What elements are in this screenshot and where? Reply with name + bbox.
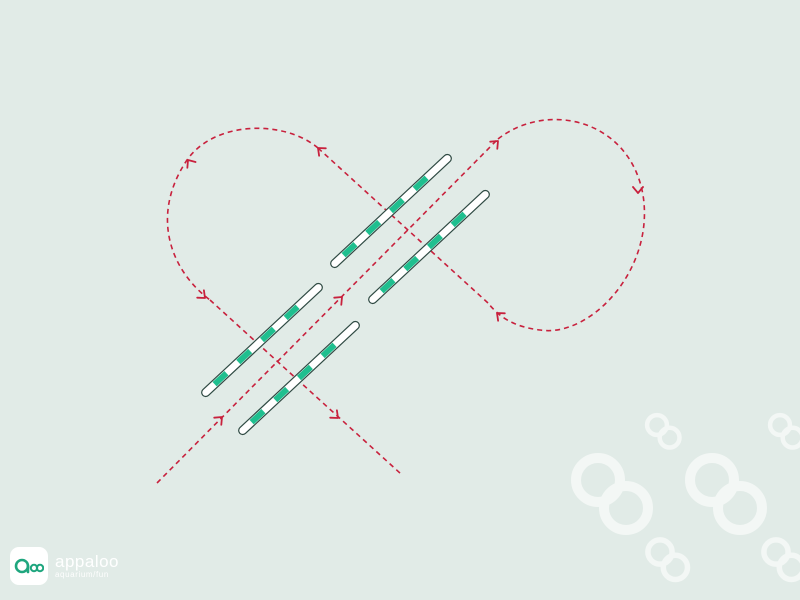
flight-path xyxy=(156,118,646,484)
ladder-bar xyxy=(368,189,490,305)
arrow-marker xyxy=(333,296,343,306)
ladder-segment xyxy=(403,255,420,272)
ladder-bar xyxy=(330,153,452,269)
arrow-marker xyxy=(196,289,206,299)
ladder-segment xyxy=(320,342,337,359)
arrow-marker xyxy=(329,409,339,419)
appaloo-logo-icon xyxy=(10,547,48,585)
arrow-marker xyxy=(489,140,499,150)
brand-tagline: aquarium/fun xyxy=(55,570,109,579)
ladder-bar xyxy=(238,320,360,436)
ladder-segment xyxy=(236,348,253,365)
path-right-loop xyxy=(487,118,646,332)
watermark-loops-icon xyxy=(576,415,800,579)
ladder-segment xyxy=(249,408,266,425)
arrow-marker xyxy=(213,416,223,426)
ladder-segment xyxy=(296,364,313,381)
arrow-marker xyxy=(317,147,327,157)
ladder-segment xyxy=(212,370,229,387)
ladder-segment xyxy=(273,386,290,403)
path-left-loop xyxy=(166,127,319,301)
direction-arrows xyxy=(186,140,644,426)
path-entry-leg xyxy=(156,138,499,484)
arrow-marker xyxy=(496,312,506,322)
ladder-segment xyxy=(365,219,382,236)
ladder-segment xyxy=(388,197,405,214)
ladder-segment xyxy=(283,304,300,321)
brand-name: appaloo xyxy=(55,552,120,571)
brand-mark: appaloo aquarium/fun xyxy=(10,547,119,585)
path-exit-leg xyxy=(209,299,402,475)
ladder-segment xyxy=(450,211,467,228)
ladder-bar xyxy=(201,282,323,398)
ladder-segment xyxy=(341,241,358,258)
ladder-segment xyxy=(412,175,429,192)
path-cross-leg xyxy=(317,147,489,304)
ladder-bars xyxy=(201,153,490,436)
arrow-marker xyxy=(186,159,197,169)
ladder-segment xyxy=(426,233,443,250)
ladder-segment xyxy=(379,277,396,294)
arrow-marker xyxy=(632,186,644,194)
ladder-segment xyxy=(259,326,276,343)
